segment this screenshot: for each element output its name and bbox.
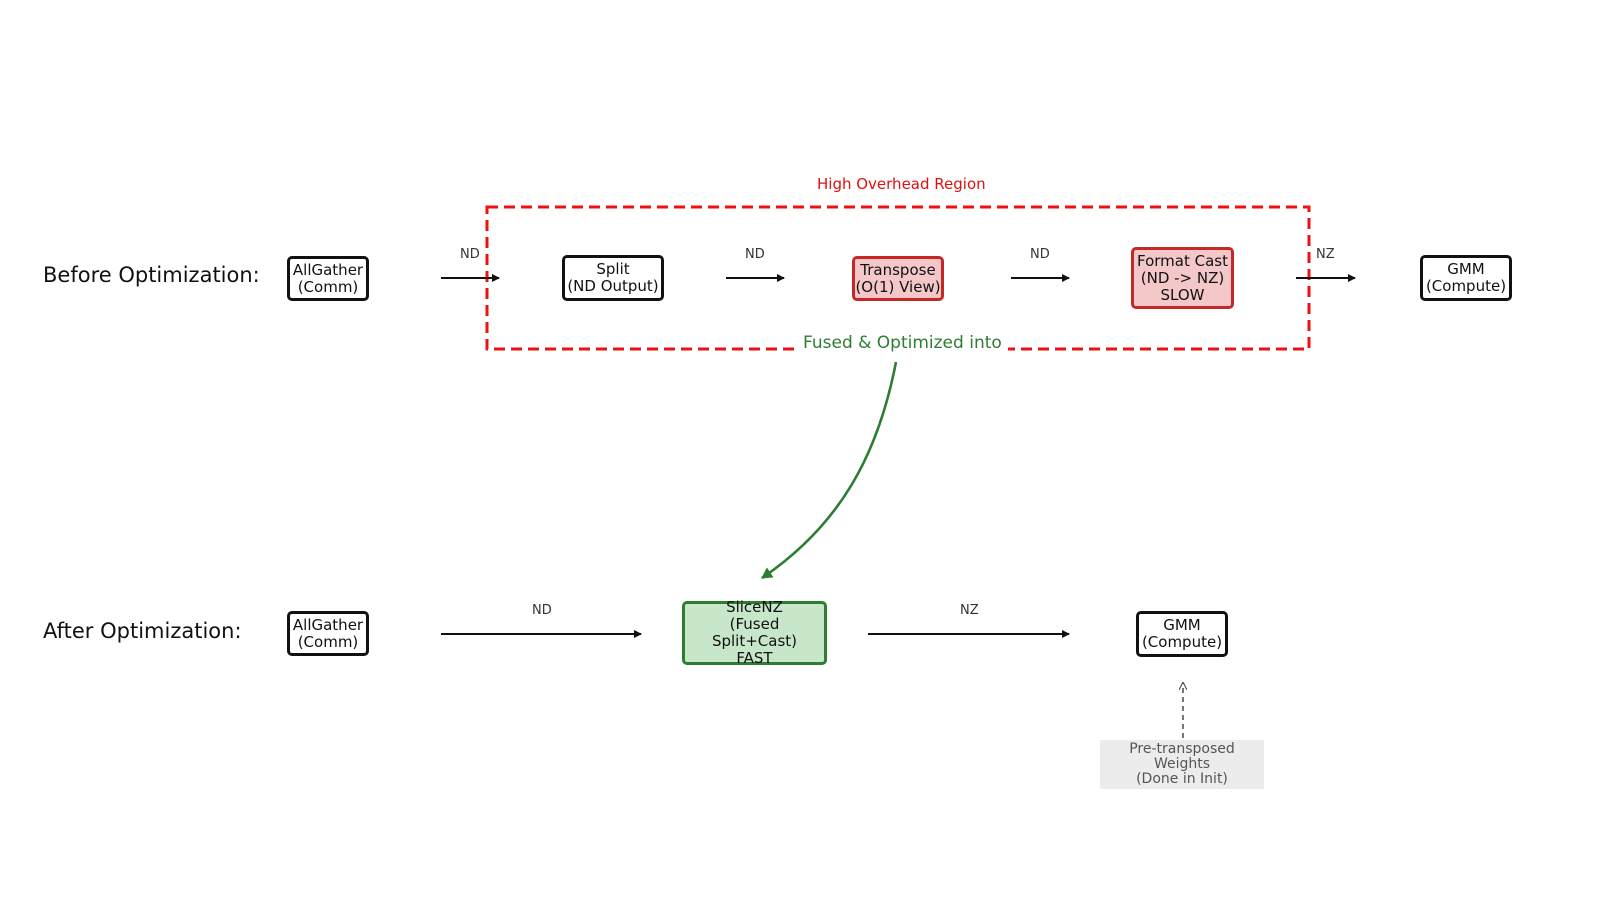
node-line: SliceNZ: [726, 598, 783, 616]
after-gmm-node: GMM (Compute): [1136, 611, 1228, 657]
node-line: (O(1) View): [855, 277, 941, 296]
before-edge-label-3: ND: [1030, 247, 1050, 262]
after-edge-label-1: ND: [532, 603, 552, 618]
after-allgather-node: AllGather (Comm): [287, 611, 369, 656]
after-edge-label-2: NZ: [960, 603, 979, 618]
before-transpose-node: Transpose (O(1) View): [852, 256, 944, 301]
node-line: GMM: [1447, 260, 1485, 278]
node-line: (Compute): [1141, 633, 1223, 651]
node-line: Split: [596, 260, 630, 278]
before-edge-label-1: ND: [460, 247, 480, 262]
region-title: High Overhead Region: [817, 175, 986, 193]
node-line: AllGather: [292, 615, 364, 634]
note-line: (Done in Init): [1136, 771, 1228, 787]
before-gmm-node: GMM (Compute): [1420, 255, 1512, 301]
node-line: (ND Output): [567, 277, 659, 295]
before-edge-label-2: ND: [745, 247, 765, 262]
after-row-label: After Optimization:: [43, 619, 242, 643]
node-line: Format Cast: [1137, 251, 1228, 270]
node-line: (Compute): [1425, 277, 1507, 295]
fuse-label: Fused & Optimized into: [797, 333, 1008, 353]
node-line: (Comm): [297, 277, 359, 296]
before-edge-label-4: NZ: [1316, 247, 1335, 262]
node-line: (Comm): [297, 632, 359, 651]
node-line: (Fused Split+Cast): [711, 615, 798, 650]
weights-note: Pre-transposed Weights (Done in Init): [1100, 740, 1264, 789]
node-line: GMM: [1163, 616, 1201, 634]
node-line: (ND -> NZ): [1140, 268, 1225, 287]
node-line: Transpose: [860, 260, 936, 279]
before-row-label: Before Optimization:: [43, 263, 260, 287]
before-split-node: Split (ND Output): [562, 255, 664, 301]
note-line: Pre-transposed Weights: [1129, 741, 1235, 772]
before-format-cast-node: Format Cast (ND -> NZ) SLOW: [1131, 247, 1234, 309]
after-slicenz-node: SliceNZ (Fused Split+Cast) FAST: [682, 598, 827, 667]
node-line: FAST: [736, 649, 773, 667]
node-line: AllGather: [292, 260, 364, 279]
before-allgather-node: AllGather (Comm): [287, 256, 369, 301]
node-line: SLOW: [1160, 285, 1205, 304]
fused-arrow: [761, 361, 898, 580]
